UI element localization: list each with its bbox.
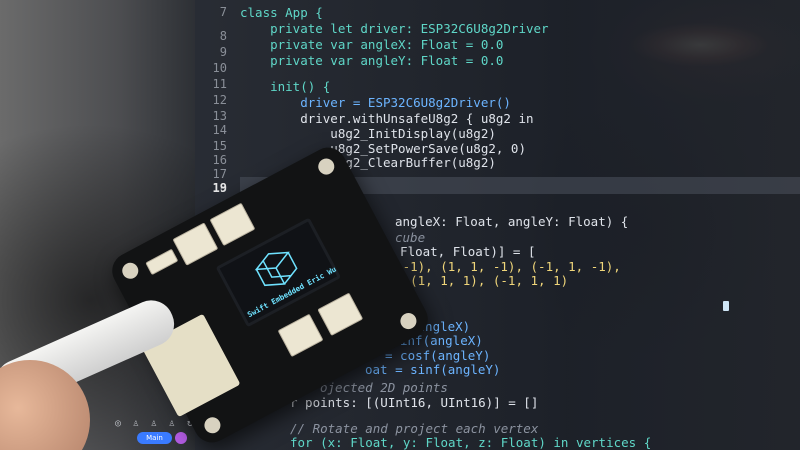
code-line: for (x: Float, y: Float, z: Float) in ve… <box>290 435 652 450</box>
oled-display: Swift Embedded Eric Wu <box>215 217 342 328</box>
line-number: 10 <box>212 61 227 75</box>
line-number: 15 <box>212 139 227 153</box>
line-number: 17 <box>212 167 227 181</box>
standoff <box>201 414 224 437</box>
code-line: class App { <box>240 5 323 20</box>
line-number: 12 <box>212 93 227 107</box>
code-line: u8g2_InitDisplay(u8g2) <box>240 126 496 141</box>
grove-connector <box>317 292 364 336</box>
grove-connector <box>172 222 219 266</box>
code-line: 1, -1), (1, 1, -1), (-1, 1, -1), <box>380 259 621 274</box>
power-switch <box>145 248 179 276</box>
current-line-number: 19 <box>212 181 227 195</box>
cloud-icon[interactable] <box>175 432 187 444</box>
code-comment: cube <box>395 230 426 245</box>
cube-wireframe-icon <box>254 251 298 287</box>
line-number: 7 <box>219 5 227 19</box>
line-gutter: 7 8 9 10 11 12 13 14 15 16 17 18 19 <box>195 0 245 450</box>
code-line: r points: [(UInt16, UInt16)] = [] <box>290 395 539 410</box>
text-cursor-icon <box>723 301 729 311</box>
code-line: driver = ESP32C6U8g2Driver() <box>240 95 511 110</box>
code-line: driver.withUnsafeU8g2 { u8g2 in <box>240 111 534 126</box>
line-number: 9 <box>219 45 227 59</box>
code-line: = cosf(angleY) <box>385 348 491 363</box>
line-number: 11 <box>212 77 227 91</box>
code-line: private var angleY: Float = 0.0 <box>240 53 504 68</box>
standoff <box>119 259 142 282</box>
dev-board: Swift Embedded Eric Wu <box>105 141 435 449</box>
code-line: private var angleX: Float = 0.0 <box>240 37 504 52</box>
line-number: 14 <box>212 123 227 137</box>
line-number: 13 <box>212 109 227 123</box>
grove-connector <box>209 202 256 247</box>
code-line: u8g2_ClearBuffer(u8g2) <box>240 155 496 170</box>
line-number: 8 <box>219 29 227 43</box>
line-number: 16 <box>212 153 227 167</box>
standoff <box>397 310 420 332</box>
line-number: 18 <box>212 181 227 195</box>
code-line: u8g2_SetPowerSave(u8g2, 0) <box>240 141 526 156</box>
standoff <box>315 155 338 178</box>
code-line: private let driver: ESP32C6U8g2Driver <box>240 21 549 36</box>
code-comment: ojected 2D points <box>320 380 448 395</box>
person-icon: ♙ <box>169 418 176 429</box>
code-line: init() { <box>240 79 331 94</box>
person-icon: ♙ <box>133 418 140 429</box>
grove-connector <box>277 313 324 358</box>
current-line-highlight <box>240 177 800 194</box>
signal-icon: ◎ <box>115 418 122 429</box>
code-line: oat = sinf(angleY) <box>365 362 501 377</box>
code-line: , Float, Float)] = [ <box>385 244 536 259</box>
code-line: inf(angleX) <box>400 333 483 348</box>
code-line: angleX: Float, angleY: Float) { <box>395 214 629 229</box>
refresh-icon: ↻ <box>187 418 194 429</box>
person-icon: ♙ <box>151 418 158 429</box>
branch-pill[interactable]: Main <box>137 432 172 444</box>
code-comment: // Rotate and project each vertex <box>290 421 539 436</box>
